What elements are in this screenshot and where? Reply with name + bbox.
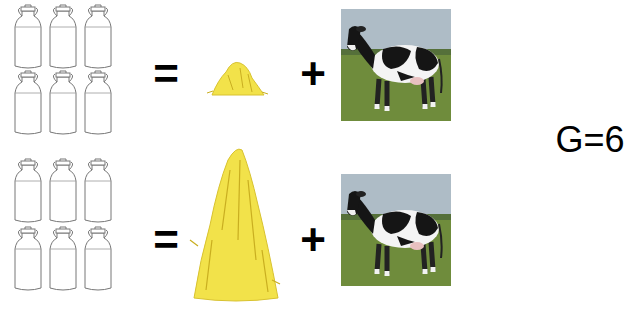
milk-can: [85, 159, 111, 222]
milk-can: [50, 71, 76, 134]
milk-can: [50, 159, 76, 222]
plus-sign: +: [300, 52, 326, 96]
milk-can: [50, 227, 76, 290]
cow-photo: [341, 9, 451, 121]
cow-photo: [341, 174, 451, 286]
milk-can: [15, 5, 41, 68]
g-value: G=6: [555, 122, 624, 158]
milk-can: [85, 5, 111, 68]
large-hay: [190, 149, 280, 301]
equals-sign: =: [153, 218, 179, 262]
plus-sign: +: [300, 218, 326, 262]
milk-can: [15, 159, 41, 222]
small-hay: [207, 62, 268, 95]
equals-sign: =: [153, 52, 179, 96]
milk-can: [85, 227, 111, 290]
milk-can: [15, 227, 41, 290]
milk-can: [85, 71, 111, 134]
milk-can: [50, 5, 76, 68]
milk-can: [15, 71, 41, 134]
